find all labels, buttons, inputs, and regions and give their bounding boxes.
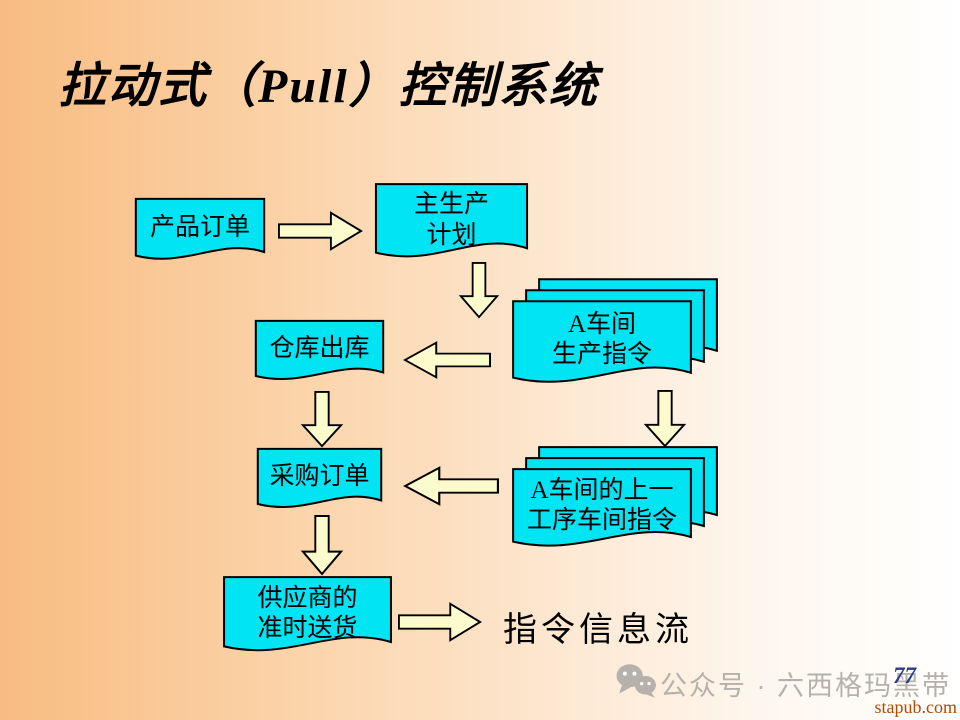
doc-label-line1: A车间的上一 [530,476,674,504]
doc-label-line1: A车间 [567,310,637,338]
doc-label-master-plan: 主生产 计划 [375,183,528,258]
page-number: 77 [893,663,916,688]
doc-label-supplier-delivery: 供应商的 准时送货 [223,576,392,652]
document-shape-icon [223,576,392,664]
document-shape-icon [135,198,265,270]
document-shape-icon [257,448,382,518]
arrow-left-upstream-to-purchase [403,466,499,506]
document-sheet-front [512,300,692,397]
doc-label-warehouse-out: 仓库出库 [269,334,370,362]
doc-master-plan: 主生产 计划 [375,183,528,270]
doc-label-product-order: 产品订单 [149,213,250,241]
doc-stack-workshop-a: A车间 生产指令 [512,278,718,398]
arrow-right-product-to-plan [278,211,363,251]
footer-wechat-label: 公众号 · 六西格玛黑带 [660,671,951,701]
document-shape-icon [255,320,384,390]
doc-warehouse-out: 仓库出库 [255,320,384,390]
doc-label-line2: 生产指令 [551,341,652,368]
arrow-down-plan-to-workshop [458,262,500,319]
arrow-down-warehouse-to-purchase [300,391,344,448]
doc-label-line1: 主生产 [413,191,489,218]
doc-label-line1: 供应商的 [257,584,358,612]
doc-label-line2: 准时送货 [257,615,358,642]
arrow-down-workshop-to-upstream [643,390,687,448]
watermark-url: stapub.com [874,697,958,717]
doc-product-order: 产品订单 [135,198,265,270]
slide-title: 拉动式（Pull）控制系统 [58,60,599,113]
doc-stack-upstream: A车间的上一 工序车间指令 [512,446,718,561]
doc-label-purchase-order: 采购订单 [269,462,370,490]
arrow-right-supplier-to-flow [398,602,482,642]
doc-label-line2: 工序车间指令 [526,507,677,534]
doc-label-upstream: A车间的上一 工序车间指令 [512,468,692,544]
arrow-left-workshop-to-warehouse [403,341,491,379]
doc-label-line2: 计划 [426,221,477,249]
doc-purchase-order: 采购订单 [257,448,382,518]
document-sheet-front [512,468,692,560]
document-shape-icon [375,183,528,270]
flow-label: 指令信息流 [503,612,693,649]
arrow-down-purchase-to-supplier [300,515,344,576]
doc-supplier-delivery: 供应商的 准时送货 [223,576,392,664]
doc-label-workshop-a: A车间 生产指令 [512,300,692,380]
wechat-icon [616,664,656,698]
